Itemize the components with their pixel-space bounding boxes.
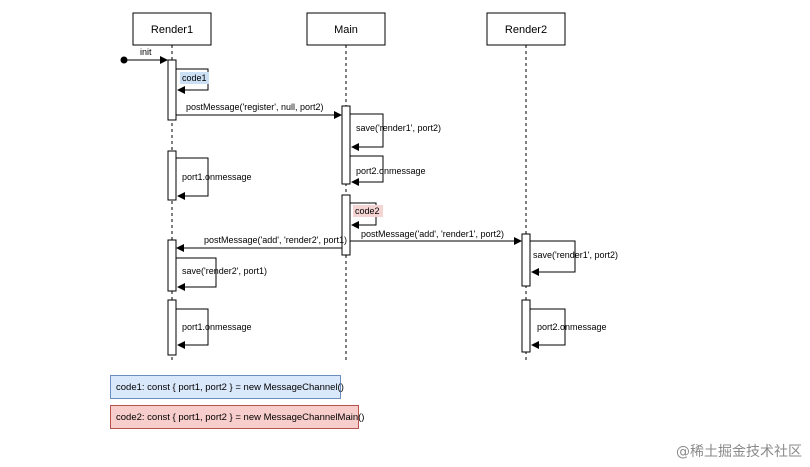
message-port1-onmessage-render1-b-label: port1.onmessage <box>182 322 252 332</box>
message-init: init <box>120 47 168 64</box>
code2-highlight <box>353 205 383 217</box>
message-post-register: postMessage('register', null, port2) <box>176 102 342 119</box>
message-post-add-render2: postMessage('add', 'render2', port1) <box>176 235 347 252</box>
note-code1: code1: const { port1, port2 } = new Mess… <box>110 375 344 399</box>
participant-main: Main <box>306 12 386 46</box>
message-port2-onmessage-render2: port2.onmessage <box>530 308 607 349</box>
message-post-register-label: postMessage('register', null, port2) <box>186 102 324 112</box>
message-code1-label: code1 <box>182 73 207 83</box>
participant-render2-label: Render2 <box>505 24 547 36</box>
message-port2-onmessage-main-label: port2.onmessage <box>356 166 426 176</box>
message-port1-onmessage-render1-a-label: port1.onmessage <box>182 172 252 182</box>
message-init-label: init <box>140 47 152 57</box>
watermark: @稀土掘金技术社区 <box>676 444 802 460</box>
activation-main-2 <box>341 194 351 256</box>
message-save-render1-render2-label: save('render1', port2) <box>533 250 618 260</box>
message-port2-onmessage-main: port2.onmessage <box>350 155 426 186</box>
participant-main-label: Main <box>334 24 358 36</box>
activation-render1-4 <box>167 299 177 356</box>
activation-render2-1 <box>521 233 531 287</box>
message-port1-onmessage-render1-b: port1.onmessage <box>176 308 252 349</box>
participant-render1: Render1 <box>132 12 212 46</box>
message-post-add-render2-label: postMessage('add', 'render2', port1) <box>204 235 347 245</box>
message-save-render1-render2: save('render1', port2) <box>530 240 618 276</box>
message-port1-onmessage-render1-a: port1.onmessage <box>176 157 252 200</box>
message-code1-self: code1 <box>176 68 209 94</box>
code1-highlight <box>180 72 209 84</box>
message-save-render1-main-label: save('render1', port2) <box>356 123 441 133</box>
message-post-add-render1: postMessage('add', 'render1', port2) <box>350 229 522 245</box>
participant-render1-label: Render1 <box>151 24 193 36</box>
message-save-render1-main: save('render1', port2) <box>350 113 441 151</box>
activation-render2-2 <box>521 299 531 353</box>
message-code2-label: code2 <box>355 206 380 216</box>
activation-render1-3 <box>167 239 177 292</box>
note-code2: code2: const { port1, port2 } = new Mess… <box>110 405 364 429</box>
activation-render1-2 <box>167 150 177 201</box>
message-port2-onmessage-render2-label: port2.onmessage <box>537 322 607 332</box>
activation-main-1 <box>341 105 351 185</box>
message-code2-self: code2 <box>350 202 383 229</box>
participant-render2: Render2 <box>486 12 566 46</box>
message-save-render2-render1-label: save('render2', port1) <box>182 266 267 276</box>
message-post-add-render1-label: postMessage('add', 'render1', port2) <box>361 229 504 239</box>
message-save-render2-render1: save('render2', port1) <box>176 257 267 291</box>
activation-render1-1 <box>167 59 177 121</box>
